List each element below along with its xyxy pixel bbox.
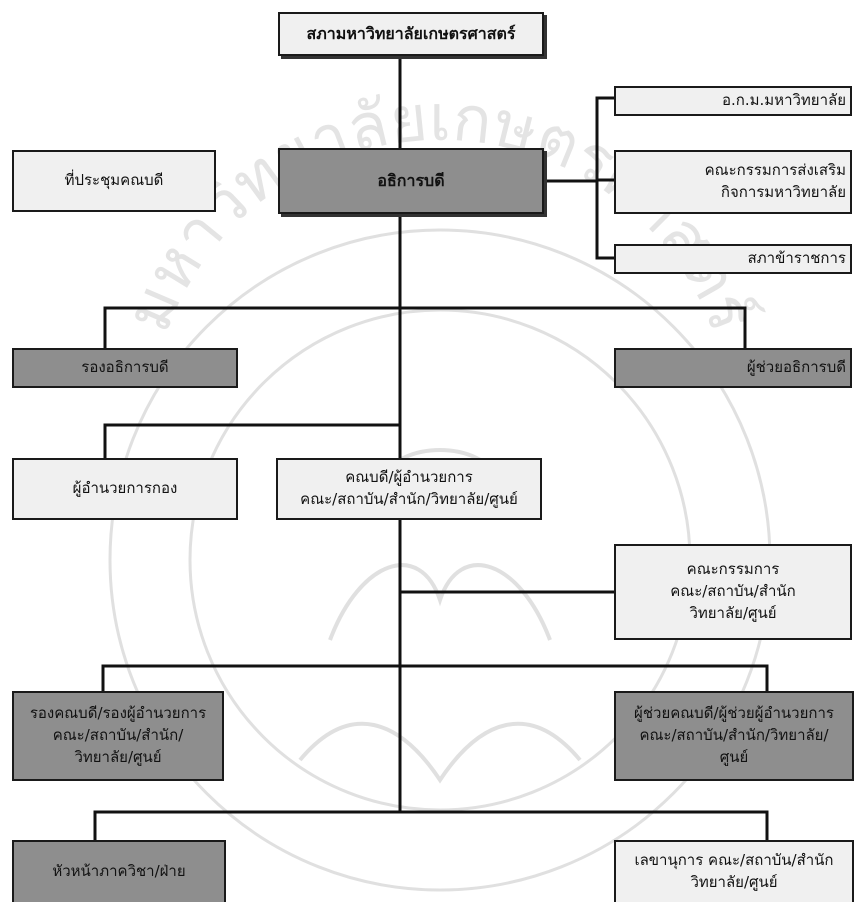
assistant-president-box: ผู้ช่วยอธิการบดี — [614, 348, 852, 388]
assistant-dean-box: ผู้ช่วยคณบดี/ผู้ช่วยผู้อำนวยการ คณะ/สถาบ… — [614, 691, 854, 781]
faculty-committee-line-1: คณะกรรมการ — [686, 560, 780, 579]
division-director-label: ผู้อำนวยการกอง — [72, 479, 178, 498]
department-head-label: หัวหน้าภาควิชา/ฝ่าย — [52, 862, 186, 881]
dean-director-line-2: คณะ/สถาบัน/สำนัก/วิทยาลัย/ศูนย์ — [300, 490, 518, 508]
faculty-secretary-line-1: เลขานุการ คณะ/สถาบัน/สำนัก — [634, 851, 834, 870]
dean-director-line-1: คณบดี/ผู้อำนวยการ — [345, 468, 473, 487]
division-director-box: ผู้อำนวยการกอง — [12, 458, 238, 520]
university-personnel-committee-label: อ.ก.ม.มหาวิทยาลัย — [722, 91, 846, 110]
civil-service-council-label: สภาข้าราชการ — [747, 249, 846, 268]
department-head-box: หัวหน้าภาควิชา/ฝ่าย — [12, 840, 226, 902]
faculty-committee-line-2: คณะ/สถาบัน/สำนัก — [670, 582, 796, 601]
affairs-promotion-committee-line-1: คณะกรรมการส่งเสริม — [704, 161, 846, 180]
civil-service-council-box: สภาข้าราชการ — [614, 244, 852, 274]
dean-director-box: คณบดี/ผู้อำนวยการ คณะ/สถาบัน/สำนัก/วิทยา… — [276, 458, 542, 520]
vice-president-box: รองอธิการบดี — [12, 348, 238, 388]
faculty-committee-line-3: วิทยาลัย/ศูนย์ — [689, 603, 777, 622]
university-council-box: สภามหาวิทยาลัยเกษตรศาสตร์ — [278, 12, 544, 56]
vice-president-label: รองอธิการบดี — [81, 358, 169, 377]
assistant-dean-line-1: ผู้ช่วยคณบดี/ผู้ช่วยผู้อำนวยการ — [634, 704, 834, 723]
university-personnel-committee-box: อ.ก.ม.มหาวิทยาลัย — [614, 86, 852, 116]
council-of-deans-label: ที่ประชุมคณบดี — [64, 171, 164, 190]
assistant-dean-line-2: คณะ/สถาบัน/สำนัก/วิทยาลัย/ — [639, 726, 829, 745]
faculty-committee-box: คณะกรรมการ คณะ/สถาบัน/สำนัก วิทยาลัย/ศูน… — [614, 544, 852, 640]
associate-dean-line-1: รองคณบดี/รองผู้อำนวยการ — [29, 704, 207, 723]
assistant-dean-line-3: ศูนย์ — [719, 747, 749, 766]
faculty-secretary-box: เลขานุการ คณะ/สถาบัน/สำนัก วิทยาลัย/ศูนย… — [614, 840, 854, 902]
associate-dean-box: รองคณบดี/รองผู้อำนวยการ คณะ/สถาบัน/สำนัก… — [12, 691, 224, 781]
faculty-secretary-line-2: วิทยาลัย/ศูนย์ — [690, 873, 778, 891]
assistant-president-label: ผู้ช่วยอธิการบดี — [746, 358, 846, 377]
president-label: อธิการบดี — [377, 171, 445, 191]
university-council-label: สภามหาวิทยาลัยเกษตรศาสตร์ — [306, 24, 516, 44]
president-box: อธิการบดี — [278, 148, 544, 214]
associate-dean-line-2: คณะ/สถาบัน/สำนัก/ — [52, 726, 184, 745]
council-of-deans-box: ที่ประชุมคณบดี — [12, 150, 216, 212]
affairs-promotion-committee-line-2: กิจการมหาวิทยาลัย — [720, 183, 846, 201]
associate-dean-line-3: วิทยาลัย/ศูนย์ — [74, 747, 162, 766]
affairs-promotion-committee-box: คณะกรรมการส่งเสริม กิจการมหาวิทยาลัย — [614, 150, 852, 214]
